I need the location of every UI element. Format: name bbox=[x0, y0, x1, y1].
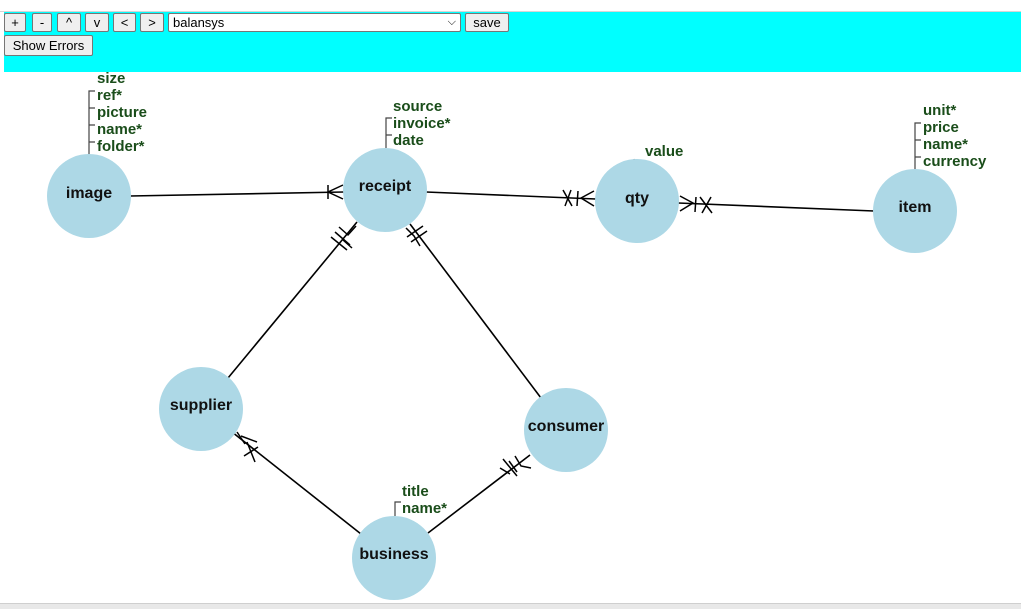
cardinality-marker bbox=[405, 225, 428, 247]
entity-receipt[interactable] bbox=[343, 148, 427, 232]
relation-consumer-business bbox=[427, 454, 531, 534]
attribute-connector bbox=[88, 90, 95, 155]
entity-item[interactable] bbox=[873, 169, 957, 253]
attribute-connector bbox=[914, 122, 921, 172]
horizontal-scrollbar[interactable] bbox=[0, 603, 1021, 609]
move-down-button[interactable]: v bbox=[85, 13, 109, 32]
cardinality-marker bbox=[679, 195, 713, 214]
attribute-label: date bbox=[393, 132, 424, 149]
entity-image[interactable] bbox=[47, 154, 131, 238]
cardinality-marker bbox=[236, 431, 259, 463]
model-select-value: balansys bbox=[173, 15, 225, 30]
attribute-connector bbox=[394, 501, 401, 516]
attribute-label: ref* bbox=[97, 87, 122, 104]
chevron-down-icon: ⌵ bbox=[447, 16, 456, 28]
attribute-label: value bbox=[645, 143, 683, 160]
attribute-connector bbox=[385, 117, 392, 148]
attribute-label: name* bbox=[97, 121, 142, 138]
attribute-label: title bbox=[402, 483, 429, 500]
move-right-button[interactable]: > bbox=[140, 13, 164, 32]
cardinality-marker bbox=[499, 455, 532, 477]
entity-qty[interactable] bbox=[595, 159, 679, 243]
relation-image-receipt bbox=[129, 191, 345, 197]
relation-supplier-business bbox=[231, 431, 362, 535]
attribute-label: size bbox=[97, 70, 125, 87]
model-select[interactable]: balansys ⌵ bbox=[168, 13, 461, 32]
cardinality-marker bbox=[562, 189, 595, 207]
attribute-label: source bbox=[393, 98, 442, 115]
relation-receipt-supplier bbox=[227, 221, 358, 379]
entity-label: supplier bbox=[170, 397, 232, 414]
attribute-label: price bbox=[923, 119, 959, 136]
show-errors-button[interactable]: Show Errors bbox=[4, 35, 93, 56]
toolbar: + - ^ v < > balansys ⌵ save Show Errors bbox=[4, 12, 1021, 72]
attribute-label: invoice* bbox=[393, 115, 451, 132]
move-left-button[interactable]: < bbox=[113, 13, 136, 32]
entity-label: qty bbox=[625, 190, 649, 207]
attribute-label: unit* bbox=[923, 102, 956, 119]
entity-consumer[interactable] bbox=[524, 388, 608, 472]
attribute-label: currency bbox=[923, 153, 987, 170]
window-top-edge bbox=[0, 0, 1021, 12]
attribute-label: name* bbox=[923, 136, 968, 153]
entity-label: business bbox=[359, 546, 428, 563]
entity-supplier[interactable] bbox=[159, 367, 243, 451]
relation-receipt-consumer bbox=[409, 223, 542, 399]
entity-business[interactable] bbox=[352, 516, 436, 600]
save-button[interactable]: save bbox=[465, 13, 509, 32]
relation-qty-item bbox=[677, 202, 875, 212]
zoom-in-button[interactable]: + bbox=[4, 13, 26, 32]
cardinality-marker bbox=[326, 184, 344, 200]
move-up-button[interactable]: ^ bbox=[57, 13, 81, 32]
entity-label: receipt bbox=[359, 178, 412, 195]
entity-label: item bbox=[899, 199, 932, 216]
entity-label: image bbox=[66, 185, 112, 202]
attribute-label: picture bbox=[97, 104, 147, 121]
attribute-label: folder* bbox=[97, 138, 145, 155]
attribute-label: name* bbox=[402, 500, 447, 517]
zoom-out-button[interactable]: - bbox=[32, 13, 52, 32]
entity-label: consumer bbox=[528, 418, 604, 435]
cardinality-marker bbox=[330, 225, 357, 251]
